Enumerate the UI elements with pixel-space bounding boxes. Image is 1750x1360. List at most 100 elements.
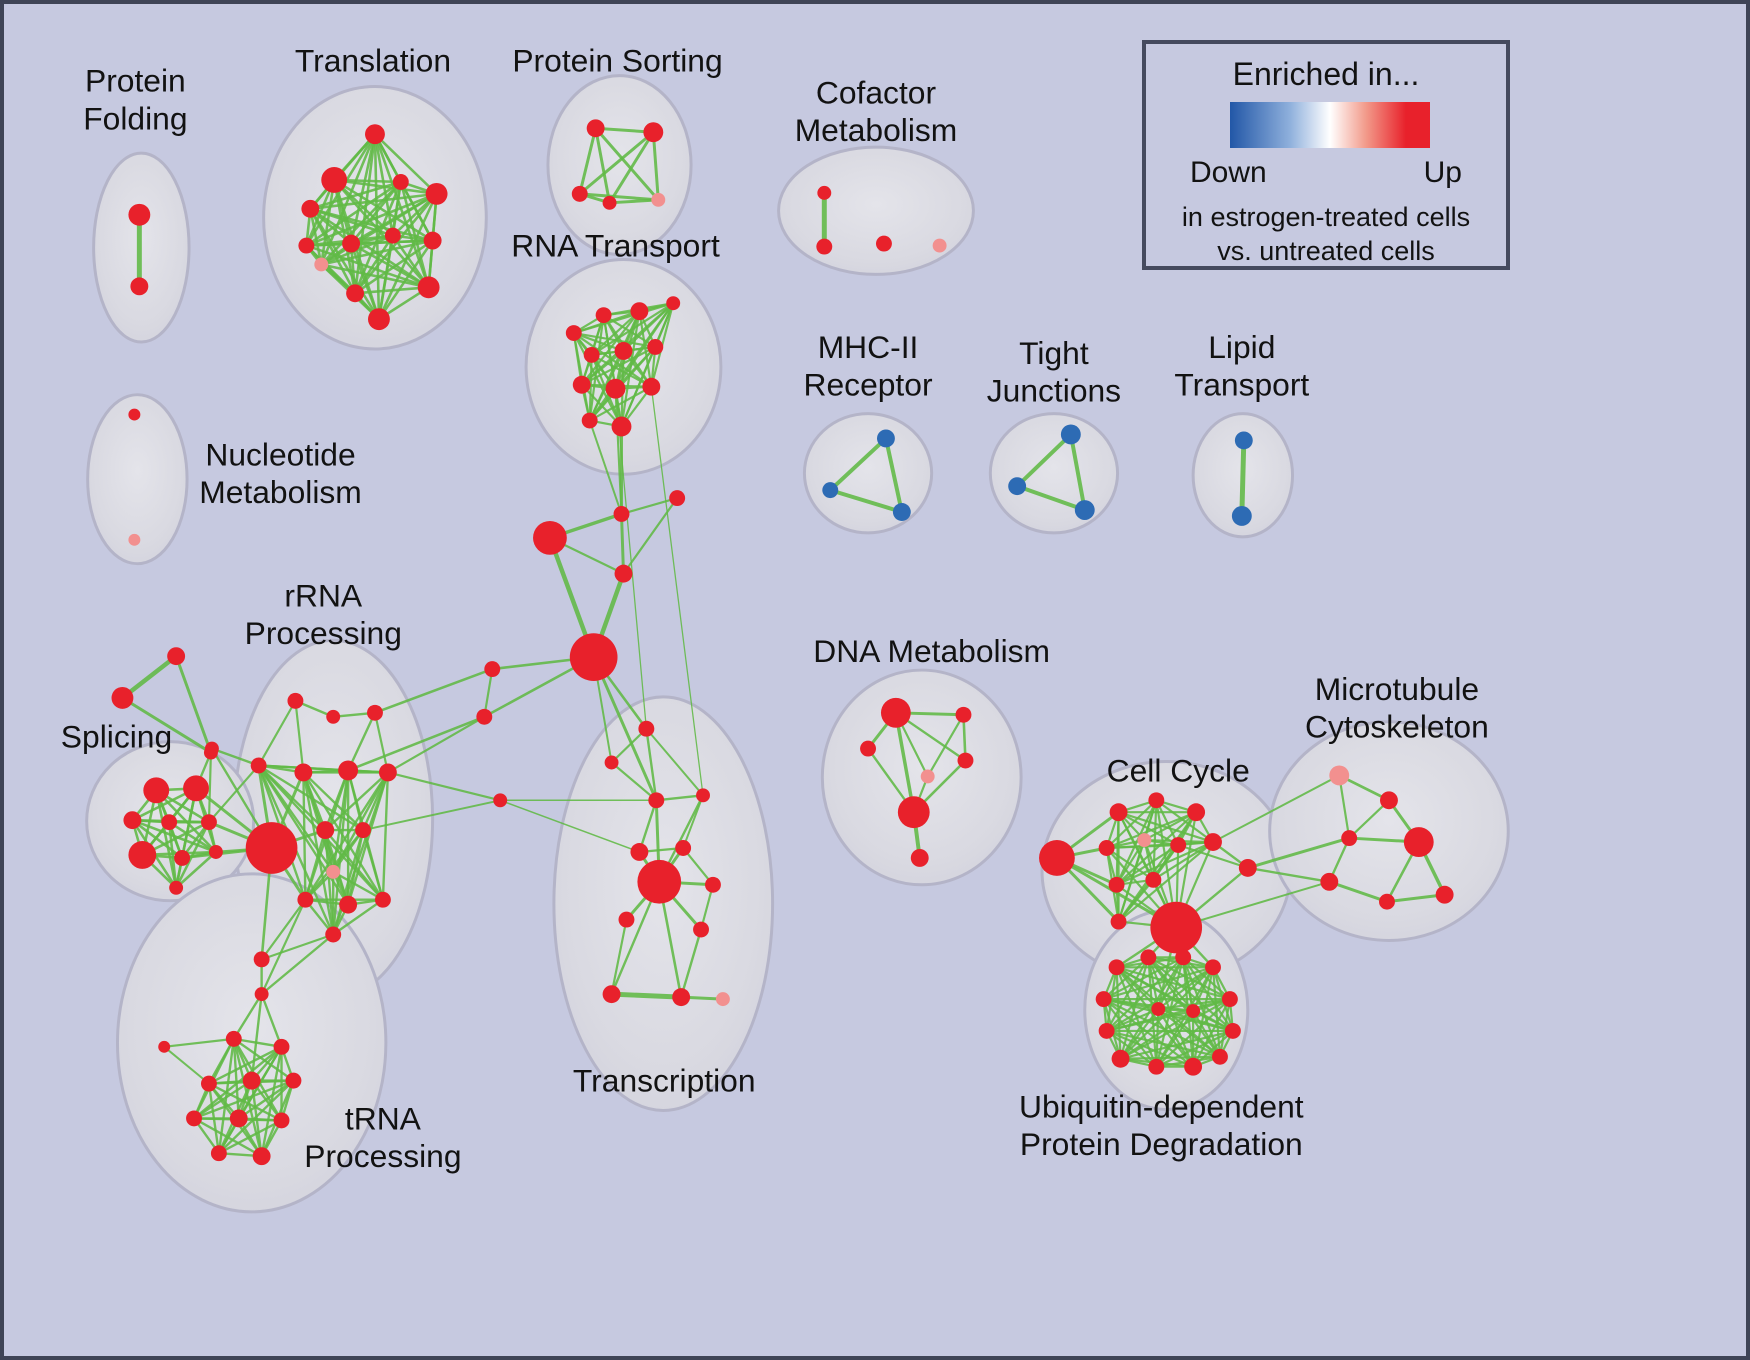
network-node	[637, 859, 682, 904]
network-edge	[1143, 811, 1198, 842]
network-node	[298, 237, 315, 254]
network-edge	[580, 345, 657, 386]
network-edge	[309, 207, 434, 242]
network-node	[1148, 1058, 1165, 1075]
network-edge	[373, 132, 430, 289]
network-node	[595, 307, 612, 324]
network-node	[571, 185, 588, 202]
network-node	[365, 124, 385, 145]
network-node	[111, 686, 134, 709]
network-node	[425, 182, 448, 205]
network-edge	[1177, 843, 1249, 869]
network-node	[672, 988, 691, 1007]
network-edge	[1102, 966, 1215, 1001]
network-node	[565, 325, 582, 342]
network-node	[1380, 791, 1398, 810]
network-edge	[483, 667, 494, 718]
network-edge	[346, 715, 486, 772]
network-node	[294, 763, 313, 782]
network-node	[572, 375, 591, 394]
network-node	[875, 235, 892, 252]
network-node	[1204, 833, 1222, 851]
network-node	[1170, 837, 1187, 853]
network-edge	[1175, 880, 1331, 929]
network-node	[316, 821, 335, 840]
network-node	[648, 792, 665, 809]
network-edge	[592, 655, 658, 802]
cluster-label-dna-metabolism: DNA Metabolism	[813, 633, 1050, 669]
network-edge	[1192, 1009, 1222, 1058]
legend-box: Enriched in... Down Up in estrogen-treat…	[1142, 40, 1510, 270]
network-node	[417, 276, 440, 299]
network-edge	[217, 1079, 295, 1155]
network-edge	[1246, 836, 1351, 870]
network-edge	[594, 126, 660, 202]
network-node	[613, 506, 630, 522]
network-node	[161, 814, 178, 831]
network-node	[1205, 959, 1221, 976]
legend-up-label: Up	[1423, 156, 1462, 189]
network-node	[1212, 1048, 1228, 1065]
network-node	[128, 841, 157, 869]
network-edge	[1102, 956, 1185, 1001]
network-node	[325, 926, 342, 943]
network-edge	[594, 126, 612, 205]
network-node	[586, 119, 605, 138]
network-node	[208, 845, 223, 859]
network-node	[252, 1147, 271, 1166]
network-node	[1231, 506, 1252, 526]
network-edge	[1105, 799, 1158, 850]
network-node	[1074, 500, 1095, 520]
network-node	[384, 227, 401, 244]
network-edge	[305, 244, 430, 289]
network-edge	[1117, 811, 1215, 844]
network-node	[250, 757, 267, 774]
network-edge	[1119, 1055, 1222, 1060]
network-edge	[377, 239, 434, 321]
network-edge	[346, 711, 377, 772]
network-edge	[1115, 840, 1215, 886]
network-edge	[232, 1037, 295, 1082]
network-node	[581, 412, 598, 429]
legend-gradient-bar	[1230, 102, 1430, 148]
network-edge	[131, 818, 184, 860]
network-node	[204, 741, 219, 756]
network-edge	[174, 654, 213, 755]
network-edge	[373, 711, 389, 774]
network-edge	[679, 928, 703, 999]
network-node	[1140, 949, 1157, 966]
network-edge	[1155, 1007, 1160, 1068]
network-node	[533, 520, 567, 555]
network-edge	[610, 918, 628, 996]
network-edge	[257, 699, 297, 767]
network-node	[1148, 792, 1165, 809]
network-edge	[386, 715, 486, 774]
network-node	[1145, 871, 1162, 888]
network-edge	[192, 1079, 253, 1120]
network-node	[932, 238, 947, 253]
network-node	[1186, 1004, 1201, 1018]
cluster-ellipse-tight-junctions	[988, 412, 1120, 535]
legend-caption-line2: vs. untreated cells	[1217, 236, 1435, 266]
network-node	[1435, 885, 1454, 904]
network-node	[614, 342, 633, 360]
network-node	[338, 760, 359, 781]
network-edge	[237, 1079, 295, 1120]
network-edge	[386, 771, 502, 802]
network-edge	[1105, 1029, 1222, 1058]
network-node	[1403, 827, 1434, 857]
network-edge	[1105, 1007, 1160, 1033]
network-edge	[1192, 998, 1231, 1068]
network-edge	[499, 799, 641, 853]
network-node	[630, 843, 649, 861]
network-edge	[894, 711, 916, 814]
network-edge	[1105, 811, 1198, 850]
network-node	[618, 911, 635, 928]
network-node	[1060, 424, 1081, 445]
network-node	[225, 1030, 242, 1047]
